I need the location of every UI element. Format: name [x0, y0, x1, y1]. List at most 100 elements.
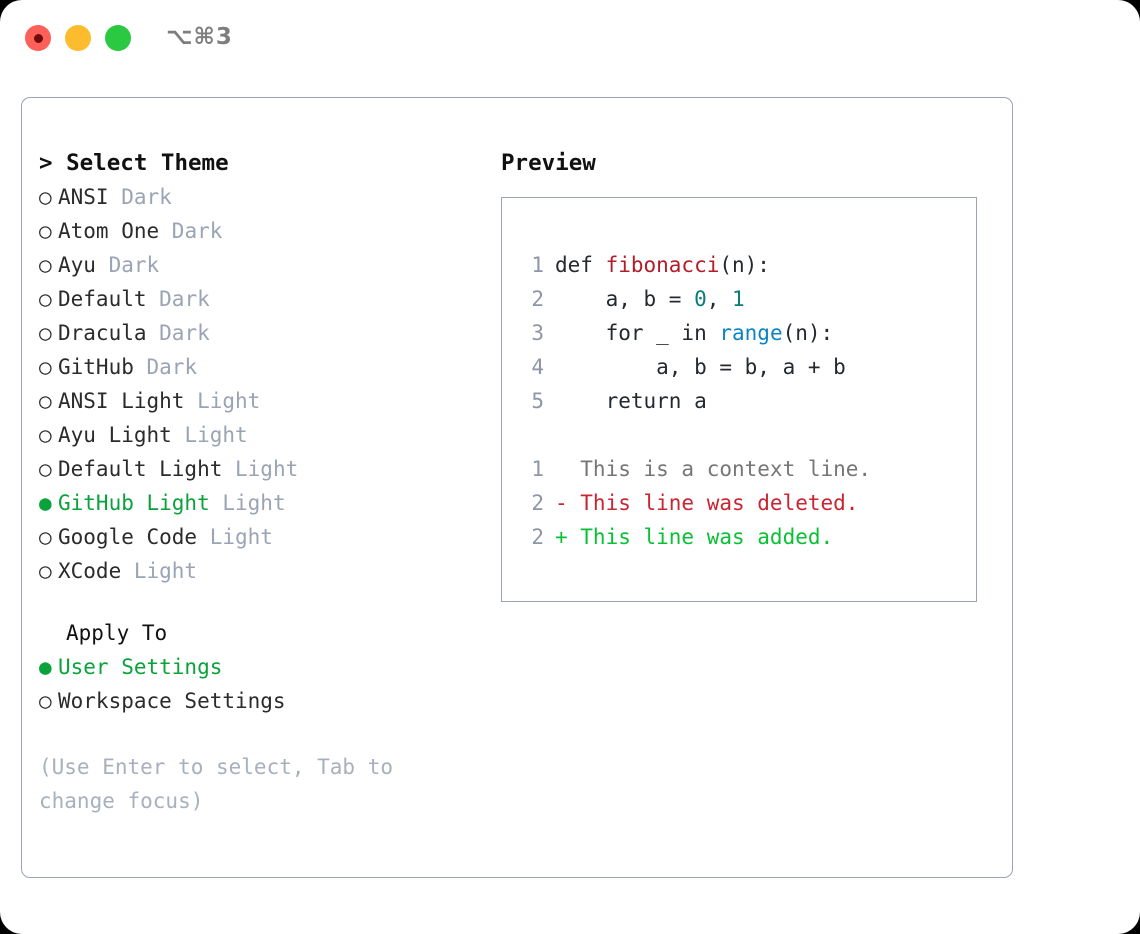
theme-option-tag: Light	[133, 559, 198, 583]
code-token: return a	[555, 389, 707, 413]
theme-option[interactable]: ○Dracula Dark	[39, 316, 479, 350]
diff-line: 1 This is a context line.	[518, 452, 976, 486]
spacer	[518, 418, 976, 452]
theme-picker-dialog: > Select Theme ○ANSI Dark○Atom One Dark○…	[21, 97, 1013, 878]
apply-to-header: Apply To	[66, 621, 168, 645]
line-number: 2	[531, 491, 544, 515]
maximize-button[interactable]	[105, 25, 131, 51]
diff-line-text: This is a context line.	[555, 457, 872, 481]
theme-option-label: Ayu	[58, 253, 109, 277]
theme-option-tag: Light	[222, 491, 286, 515]
theme-option[interactable]: ○GitHub Dark	[39, 350, 479, 384]
code-token: 1	[732, 287, 745, 311]
theme-option-label: Atom One	[58, 219, 172, 243]
theme-list[interactable]: ○ANSI Dark○Atom One Dark○Ayu Dark○Defaul…	[39, 180, 479, 588]
code-line: 1 def fibonacci(n):	[518, 248, 976, 282]
theme-option[interactable]: ○Default Light Light	[39, 452, 479, 486]
theme-option-label: GitHub	[58, 355, 147, 379]
theme-option-tag: Light	[209, 525, 273, 549]
radio-unselected-icon: ○	[39, 423, 52, 447]
line-number: 4	[531, 355, 544, 379]
theme-option[interactable]: ○Default Dark	[39, 282, 479, 316]
radio-unselected-icon: ○	[39, 253, 52, 277]
line-number: 2	[531, 287, 544, 311]
code-token: 0	[694, 287, 707, 311]
theme-option[interactable]: ○Atom One Dark	[39, 214, 479, 248]
code-token: def	[555, 253, 606, 277]
line-number: 3	[531, 321, 544, 345]
theme-option-label: GitHub Light	[58, 491, 223, 515]
theme-option-label: Default	[58, 287, 160, 311]
theme-option-tag: Dark	[159, 287, 210, 311]
theme-option-tag: Light	[197, 389, 261, 413]
spacer	[39, 588, 479, 616]
radio-unselected-icon: ○	[39, 525, 52, 549]
apply-to-list[interactable]: ●User Settings○Workspace Settings	[39, 650, 479, 718]
theme-option[interactable]: ○Ayu Light Light	[39, 418, 479, 452]
apply-to-option[interactable]: ●User Settings	[39, 650, 479, 684]
code-line: 5 return a	[518, 384, 976, 418]
theme-option-tag: Dark	[171, 219, 223, 243]
theme-option-tag: Light	[184, 423, 248, 447]
theme-option-label: Ayu Light	[58, 423, 185, 447]
theme-option[interactable]: ○ANSI Light Light	[39, 384, 479, 418]
theme-option-tag: Dark	[121, 185, 172, 209]
theme-option-label: XCode	[58, 559, 134, 583]
code-token: ,	[706, 287, 733, 311]
keyboard-hint: (Use Enter to select, Tab to change focu…	[39, 755, 406, 813]
apply-to-option-label: Workspace Settings	[58, 689, 286, 713]
code-token: for _ in	[555, 321, 720, 345]
radio-unselected-icon: ○	[39, 389, 52, 413]
diff-line-text: - This line was deleted.	[555, 491, 859, 515]
theme-option-tag: Dark	[108, 253, 160, 277]
theme-option-label: Dracula	[58, 321, 160, 345]
theme-option-label: ANSI Light	[58, 389, 198, 413]
apply-to-option[interactable]: ○Workspace Settings	[39, 684, 479, 718]
shortcut-label: ⌥⌘3	[166, 24, 233, 50]
close-button[interactable]	[25, 25, 51, 51]
radio-selected-icon: ●	[39, 655, 52, 679]
code-line: 2 a, b = 0, 1	[518, 282, 976, 316]
radio-unselected-icon: ○	[39, 287, 52, 311]
theme-option-tag: Dark	[146, 355, 198, 379]
radio-unselected-icon: ○	[39, 559, 52, 583]
code-token: (n):	[719, 253, 770, 277]
theme-option-label: Default Light	[58, 457, 236, 481]
radio-unselected-icon: ○	[39, 689, 52, 713]
theme-option-tag: Dark	[159, 321, 210, 345]
radio-unselected-icon: ○	[39, 219, 52, 243]
line-number: 5	[531, 389, 544, 413]
code-token: a, b = b, a + b	[555, 355, 846, 379]
radio-unselected-icon: ○	[39, 321, 52, 345]
theme-option[interactable]: ○ANSI Dark	[39, 180, 479, 214]
code-token: fibonacci	[605, 253, 720, 277]
diff-line: 2 - This line was deleted.	[518, 486, 976, 520]
radio-selected-icon: ●	[39, 491, 52, 515]
theme-option-label: ANSI	[58, 185, 122, 209]
code-line: 3 for _ in range(n):	[518, 316, 976, 350]
theme-option-label: Google Code	[58, 525, 210, 549]
radio-unselected-icon: ○	[39, 355, 52, 379]
preview-title: Preview	[501, 150, 596, 176]
diff-sample: 1 This is a context line. 2 - This line wa…	[518, 452, 976, 554]
code-token: range	[719, 321, 783, 345]
theme-selection-pane: > Select Theme ○ANSI Dark○Atom One Dark○…	[39, 146, 479, 818]
theme-option[interactable]: ○Google Code Light	[39, 520, 479, 554]
minimize-button[interactable]	[65, 25, 91, 51]
line-number: 1	[531, 457, 544, 481]
apply-to-option-label: User Settings	[58, 655, 223, 679]
title-bar: ⌥⌘3	[0, 0, 1140, 78]
line-number: 1	[531, 253, 544, 277]
theme-option[interactable]: ●GitHub Light Light	[39, 486, 479, 520]
theme-option[interactable]: ○XCode Light	[39, 554, 479, 588]
theme-option[interactable]: ○Ayu Dark	[39, 248, 479, 282]
radio-unselected-icon: ○	[39, 185, 52, 209]
line-number: 2	[531, 525, 544, 549]
window-controls	[25, 25, 131, 51]
code-token: a, b =	[555, 287, 695, 311]
select-theme-header: > Select Theme	[39, 150, 229, 176]
